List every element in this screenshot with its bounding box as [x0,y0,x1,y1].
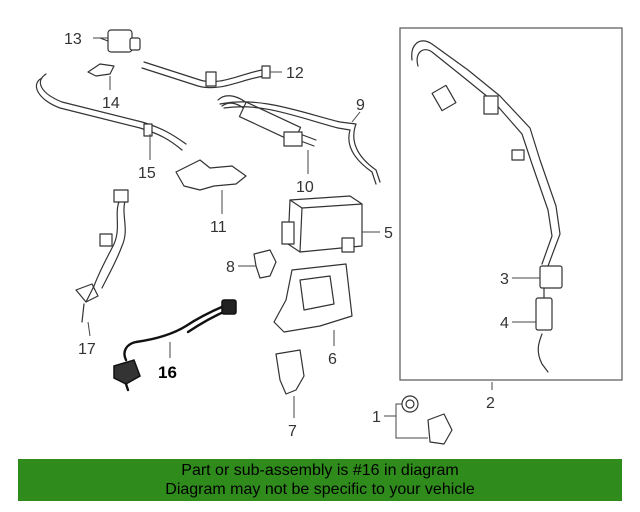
banner-line-disclaimer: Diagram may not be specific to your vehi… [165,481,475,498]
callout-7[interactable]: 7 [288,423,297,440]
callout-2[interactable]: 2 [486,395,495,412]
part-14-clip[interactable] [87,63,115,77]
callout-4[interactable]: 4 [500,315,509,332]
part-12-vent-hose[interactable] [141,61,271,89]
part-10-vapor-line-assembly[interactable] [217,95,317,147]
banner-line-part-number: Part or sub-assembly is #16 in diagram [181,462,459,479]
callout-8[interactable]: 8 [226,259,235,276]
callout-11[interactable]: 11 [210,219,227,236]
callout-16[interactable]: 16 [158,363,177,382]
part-info-banner: Part or sub-assembly is #16 in diagram D… [18,459,622,501]
callout-15[interactable]: 15 [138,165,156,182]
part-15-hose[interactable] [36,73,187,151]
callout-5[interactable]: 5 [384,225,393,242]
callout-10[interactable]: 10 [296,179,314,196]
callout-3[interactable]: 3 [500,271,509,288]
part-7-shield[interactable] [275,349,305,395]
callout-9[interactable]: 9 [356,97,365,114]
callout-labels: 13 14 12 9 15 10 11 5 8 3 4 6 7 2 1 17 1… [64,31,509,440]
part-2-filler-tube-assembly[interactable] [411,40,561,267]
part-8-connector[interactable] [253,249,277,279]
callout-12[interactable]: 12 [286,65,304,82]
part-1-fuel-door-assembly[interactable] [401,395,453,445]
callout-14[interactable]: 14 [102,95,120,112]
part-11-bracket[interactable] [175,159,247,191]
part-2-group-box [399,27,623,381]
part-9-vapor-hose[interactable] [219,101,381,185]
part-5-charcoal-canister[interactable] [281,195,363,253]
callout-17[interactable]: 17 [78,341,96,358]
part-6-canister-bracket[interactable] [273,263,353,333]
callout-6[interactable]: 6 [328,351,337,368]
callout-leader-lines [87,37,540,439]
parts-diagram: 13 14 12 9 15 10 11 5 8 3 4 6 7 2 1 17 1… [36,27,623,445]
callout-1[interactable]: 1 [372,409,381,426]
part-13-purge-valve[interactable] [99,29,141,53]
callout-13[interactable]: 13 [64,31,82,48]
part-17-sensor-harness[interactable] [75,189,129,323]
part-3-filler-cap[interactable] [539,265,563,289]
part-16-oxygen-sensor[interactable] [113,299,237,392]
part-4-filter[interactable] [535,287,553,373]
